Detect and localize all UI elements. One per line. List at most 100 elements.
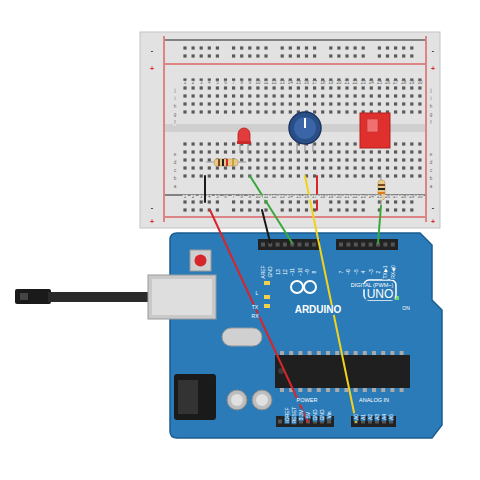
column-number: 29 <box>408 195 415 200</box>
breadboard-hole <box>386 86 389 89</box>
breadboard-hole <box>345 86 348 89</box>
rail-sign: + <box>430 65 436 72</box>
rail-sign: + <box>149 218 155 225</box>
pin-name: 12 <box>282 268 287 276</box>
breadboard-hole <box>402 174 405 177</box>
header-pin <box>346 243 350 247</box>
breadboard-hole <box>192 54 195 57</box>
breadboard-hole <box>224 94 227 97</box>
wire <box>210 210 308 422</box>
breadboard-hole <box>386 166 389 169</box>
slide-switch <box>360 113 390 148</box>
breadboard-hole <box>370 158 373 161</box>
usb-cable <box>48 292 152 302</box>
column-number: 24 <box>368 195 375 200</box>
breadboard-hole <box>200 110 203 113</box>
header-title: ANALOG IN <box>358 398 390 404</box>
pin-name: ~6 <box>346 268 351 276</box>
breadboard-hole <box>289 166 292 169</box>
breadboard-hole <box>297 102 300 105</box>
reset-button <box>195 255 207 267</box>
wire <box>316 176 318 210</box>
pin-name: ~5 <box>353 268 358 276</box>
breadboard-hole <box>240 200 243 203</box>
column-number: 30 <box>416 81 423 86</box>
breadboard-hole <box>183 174 186 177</box>
breadboard-hole <box>394 166 397 169</box>
column-number: 4 <box>207 81 212 86</box>
breadboard <box>165 216 425 217</box>
breadboard-hole <box>232 46 235 49</box>
pin-name: 8 <box>312 270 317 275</box>
breadboard-hole <box>321 166 324 169</box>
column-number: 11 <box>263 81 270 86</box>
breadboard-hole <box>192 142 195 145</box>
breadboard-hole <box>329 102 332 105</box>
breadboard-hole <box>216 200 219 203</box>
breadboard-hole <box>402 110 405 113</box>
status-led <box>264 304 270 308</box>
usb-cable <box>15 289 152 304</box>
column-number: 7 <box>231 81 236 86</box>
column-number: 26 <box>384 195 391 200</box>
led-symbol <box>237 128 251 153</box>
breadboard-hole <box>208 200 211 203</box>
led-name: ON <box>401 306 411 311</box>
breadboard-hole <box>232 200 235 203</box>
chip-pin <box>335 388 339 392</box>
column-number: 30 <box>416 195 423 200</box>
breadboard-hole <box>329 208 332 211</box>
column-number: 21 <box>343 81 350 86</box>
column-number: 25 <box>376 81 383 86</box>
breadboard-hole <box>305 158 308 161</box>
breadboard-hole <box>240 110 243 113</box>
breadboard-hole <box>402 200 405 203</box>
breadboard-hole <box>297 174 300 177</box>
breadboard-hole <box>232 54 235 57</box>
potentiometer-symbol <box>294 117 316 139</box>
breadboard-hole <box>264 142 267 145</box>
breadboard-hole <box>273 110 276 113</box>
breadboard-hole <box>200 200 203 203</box>
breadboard-hole <box>216 86 219 89</box>
column-number: 6 <box>223 81 228 86</box>
header-pin <box>354 243 358 247</box>
breadboard-hole <box>264 86 267 89</box>
breadboard-hole <box>192 110 195 113</box>
breadboard-hole <box>256 46 259 49</box>
column-number: 23 <box>360 81 367 86</box>
breadboard-hole <box>362 174 365 177</box>
breadboard <box>165 39 425 40</box>
breadboard-hole <box>232 208 235 211</box>
breadboard-hole <box>394 150 397 153</box>
breadboard-hole <box>183 158 186 161</box>
breadboard-hole <box>394 142 397 145</box>
header-pin <box>261 243 265 247</box>
pin-name: RX◀0 <box>390 264 395 280</box>
chip-pin <box>298 351 302 355</box>
column-number: 20 <box>335 81 342 86</box>
breadboard-hole <box>224 142 227 145</box>
breadboard-hole <box>305 54 308 57</box>
resistor-symbol <box>214 159 238 166</box>
column-number: 25 <box>376 195 383 200</box>
header-socket <box>258 239 320 250</box>
pin-name: ~10 <box>297 267 302 277</box>
chip-pin <box>344 388 348 392</box>
breadboard-hole <box>313 200 316 203</box>
breadboard-hole <box>329 46 332 49</box>
column-number: 3 <box>199 81 204 86</box>
breadboard-hole <box>321 110 324 113</box>
breadboard-hole <box>402 46 405 49</box>
chip-pin <box>326 388 330 392</box>
breadboard-hole <box>321 102 324 105</box>
breadboard-hole <box>240 86 243 89</box>
pin-name: ~3 <box>368 268 373 276</box>
breadboard-hole <box>418 110 421 113</box>
pin-name: A1 <box>361 413 366 421</box>
breadboard-hole <box>183 54 186 57</box>
breadboard-hole <box>281 150 284 153</box>
breadboard-hole <box>370 94 373 97</box>
header-pin <box>276 243 280 247</box>
chip-pin <box>317 388 321 392</box>
